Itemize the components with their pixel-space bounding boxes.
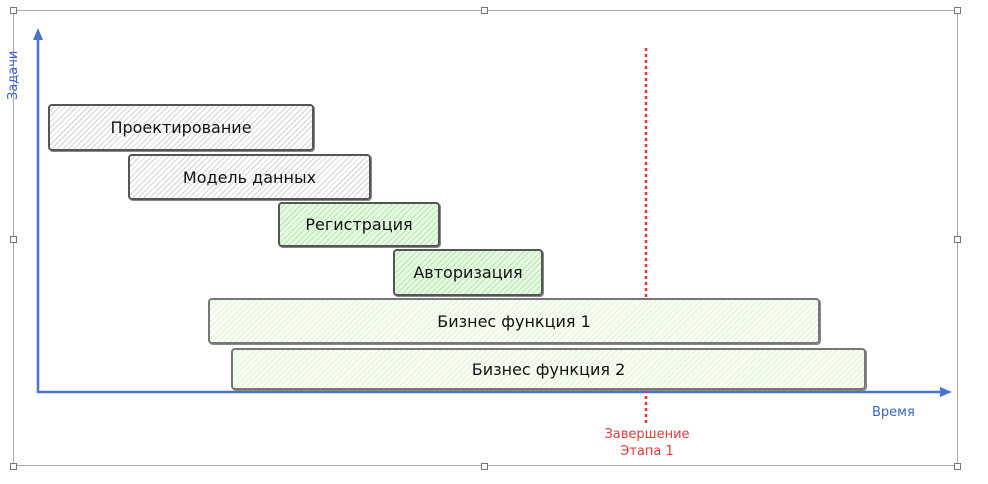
- resize-handle-top-right[interactable]: [954, 7, 961, 14]
- milestone-label-line2: Этапа 1: [620, 444, 674, 459]
- resize-handle-top[interactable]: [481, 7, 488, 14]
- y-axis-label: Задачи: [6, 50, 21, 100]
- task-label: Бизнес функция 1: [437, 311, 591, 331]
- task-bar-registration[interactable]: Регистрация: [278, 202, 440, 247]
- y-axis-arrow-icon: [33, 28, 43, 40]
- milestone-label: Завершение Этапа 1: [592, 426, 702, 460]
- task-label: Бизнес функция 2: [471, 359, 626, 379]
- resize-handle-bottom[interactable]: [481, 463, 488, 470]
- resize-handle-bottom-right[interactable]: [954, 463, 961, 470]
- resize-handle-left[interactable]: [10, 236, 17, 243]
- task-bar-business-function-2[interactable]: Бизнес функция 2: [231, 348, 866, 390]
- resize-handle-right[interactable]: [954, 236, 961, 243]
- x-axis-label: Время: [872, 405, 915, 420]
- task-bar-authorization[interactable]: Авторизация: [393, 249, 543, 296]
- task-label: Авторизация: [413, 263, 523, 282]
- task-bar-design[interactable]: Проектирование: [48, 104, 314, 151]
- task-label: Модель данных: [182, 167, 317, 187]
- resize-handle-bottom-left[interactable]: [10, 463, 17, 470]
- x-axis-arrow-icon: [940, 387, 952, 397]
- task-bar-data-model[interactable]: Модель данных: [128, 154, 371, 200]
- task-label: Регистрация: [305, 215, 413, 234]
- resize-handle-top-left[interactable]: [10, 7, 17, 14]
- task-label: Проектирование: [110, 118, 252, 137]
- task-bar-business-function-1[interactable]: Бизнес функция 1: [208, 298, 820, 344]
- milestone-label-line1: Завершение: [604, 427, 690, 442]
